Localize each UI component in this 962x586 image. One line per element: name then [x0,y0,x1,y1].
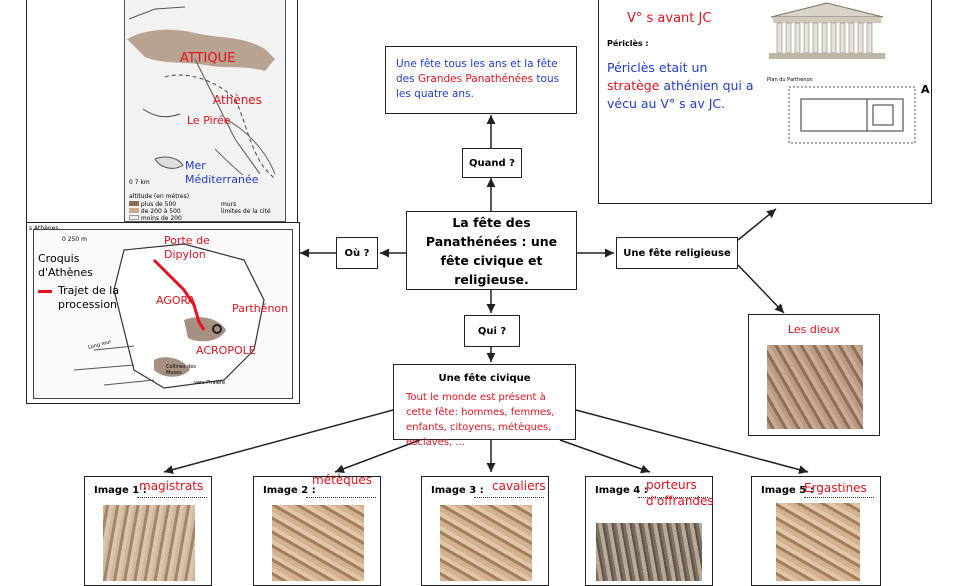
image-1-label: Image 1 : [94,485,147,496]
pericles-text-stratege: stratège [607,78,660,93]
image-box-1: Image 1 : magistrats [84,476,212,586]
label-piree: Le Pirée [187,114,231,127]
center-title-box: La fête des Panathénées : une fête civiq… [406,211,577,290]
label-athenes: Athènes [213,93,262,107]
pericles-heading: Périclès : [607,39,649,48]
quand-text-a: Une fête tous les ans et la fête des [396,58,558,85]
label-vers-phalere: vers Phalère [194,380,226,386]
label-agora: AGORA [156,294,196,307]
image-4-answer[interactable]: porteurs d'offrandes [646,478,714,508]
map-top-legend-title: altitude (en mètres) [129,193,190,200]
legend-item-low: moins de 200 [140,215,182,222]
image-3-dots [474,497,544,498]
quand-answer-box: Une fête tous les ans et la fête des Gra… [385,46,577,114]
plan-label: Plan du Parthénon [767,77,813,83]
civique-text: Tout le monde est présent à cette fête: … [406,392,555,448]
image-3-answer[interactable]: cavaliers [492,479,546,493]
parthenon-image [767,0,887,65]
image-3-label: Image 3 : [431,485,484,496]
map-athenes-frame: 0 250 m Croquis d'Athènes Trajet de la p… [33,229,293,399]
image-4-picture [596,523,702,581]
religieuse-node[interactable]: Une fête religieuse [616,237,738,269]
image-5-answer[interactable]: Ergastines [804,481,867,495]
athenes-plan [73,243,265,389]
pericles-text-c: athénien qui a vécu au V° s av JC. [607,78,754,111]
image-1-answer[interactable]: magistrats [139,479,204,493]
image-1-dots [137,497,207,498]
image-1-picture [103,505,195,581]
label-trajet: Trajet de la procession [58,284,120,312]
civique-title: Une fête civique [438,373,531,384]
legend-item-high: plus de 500 [140,201,177,208]
image-box-5: Image 5 : Ergastines [751,476,881,586]
dieux-image [767,345,863,429]
quand-answer-text: Une fête tous les ans et la fête des Gra… [396,57,570,102]
qui-node[interactable]: Qui ? [464,315,520,347]
map-athenes: s Athènes 0 250 m Croquis d'Athènes Traj… [26,222,300,404]
image-5-picture [776,503,860,581]
quand-text-grandes: Grandes Panathénées [417,73,534,85]
pericles-box: V° s avant JC Périclès : Périclès etait … [598,0,932,204]
quand-label: Quand ? [469,157,515,169]
image-5-dots [804,497,874,498]
quand-text-c: tous les quatre ans. [396,73,560,100]
plan-letter-a: A [921,83,930,96]
parthenon-columns-icon [769,2,885,59]
qui-label: Qui ? [477,325,507,337]
image-4-dots [638,497,708,498]
map-athenes-caption: s Athènes [29,225,59,232]
label-mer: Mer Méditerranée [185,159,259,187]
ou-label: Où ? [344,247,370,259]
label-parthenon: Parthénon [232,302,289,315]
label-croquis: Croquis d'Athènes [38,252,93,280]
pericles-text-a: Périclès etait un [607,60,708,75]
image-4-label: Image 4 : [595,485,648,496]
map-top-legend-right: murs limites de la cité [221,201,271,215]
map-attique: ATTIQUE Athènes Le Pirée Mer Méditerrané… [26,0,298,230]
pericles-text: Périclès etait un stratège athénien qui … [607,59,763,113]
attique-terrain [127,6,276,180]
image-3-picture [440,505,532,581]
label-acropole: ACROPOLE [196,344,256,357]
label-porte-dipylon: Porte de Dipylon [164,234,210,262]
dieux-label: Les dieux [787,323,841,336]
quand-node[interactable]: Quand ? [462,148,522,178]
parthenon-plan [787,85,917,145]
label-collines: Collines des Muses [166,364,197,376]
image-2-picture [272,505,364,581]
map-bottom-scale: 0 250 m [62,236,87,243]
map-attique-frame: ATTIQUE Athènes Le Pirée Mer Méditerrané… [124,0,286,222]
legend-trajet-line [38,290,52,293]
ou-node[interactable]: Où ? [336,237,378,269]
legend-item-murs: murs [221,201,237,208]
image-5-label: Image 5 : [761,485,814,496]
image-2-dots [306,497,376,498]
dieux-box: Les dieux [748,314,880,436]
civique-box: Une fête civique Tout le monde est prése… [393,364,576,448]
legend-item-limites: limites de la cité [221,208,271,215]
image-box-2: Image 2 : métèques [253,473,381,586]
pericles-date: V° s avant JC [627,11,712,26]
label-attique: ATTIQUE [180,51,236,66]
image-2-label: Image 2 : [263,485,316,496]
parthenon-plan-icon [788,86,916,144]
image-box-3: Image 3 : cavaliers [421,476,549,586]
religieuse-label: Une fête religieuse [623,247,731,259]
image-box-4: Image 4 : porteurs d'offrandes [585,476,714,586]
map-top-legend: plus de 500 de 200 à 500 moins de 200 [129,201,182,222]
center-title: La fête des Panathénées : une fête civiq… [425,214,558,287]
image-2-answer[interactable]: métèques [312,473,373,487]
legend-item-mid: de 200 à 500 [140,208,181,215]
map-top-scale: 0 7 km [129,179,150,186]
